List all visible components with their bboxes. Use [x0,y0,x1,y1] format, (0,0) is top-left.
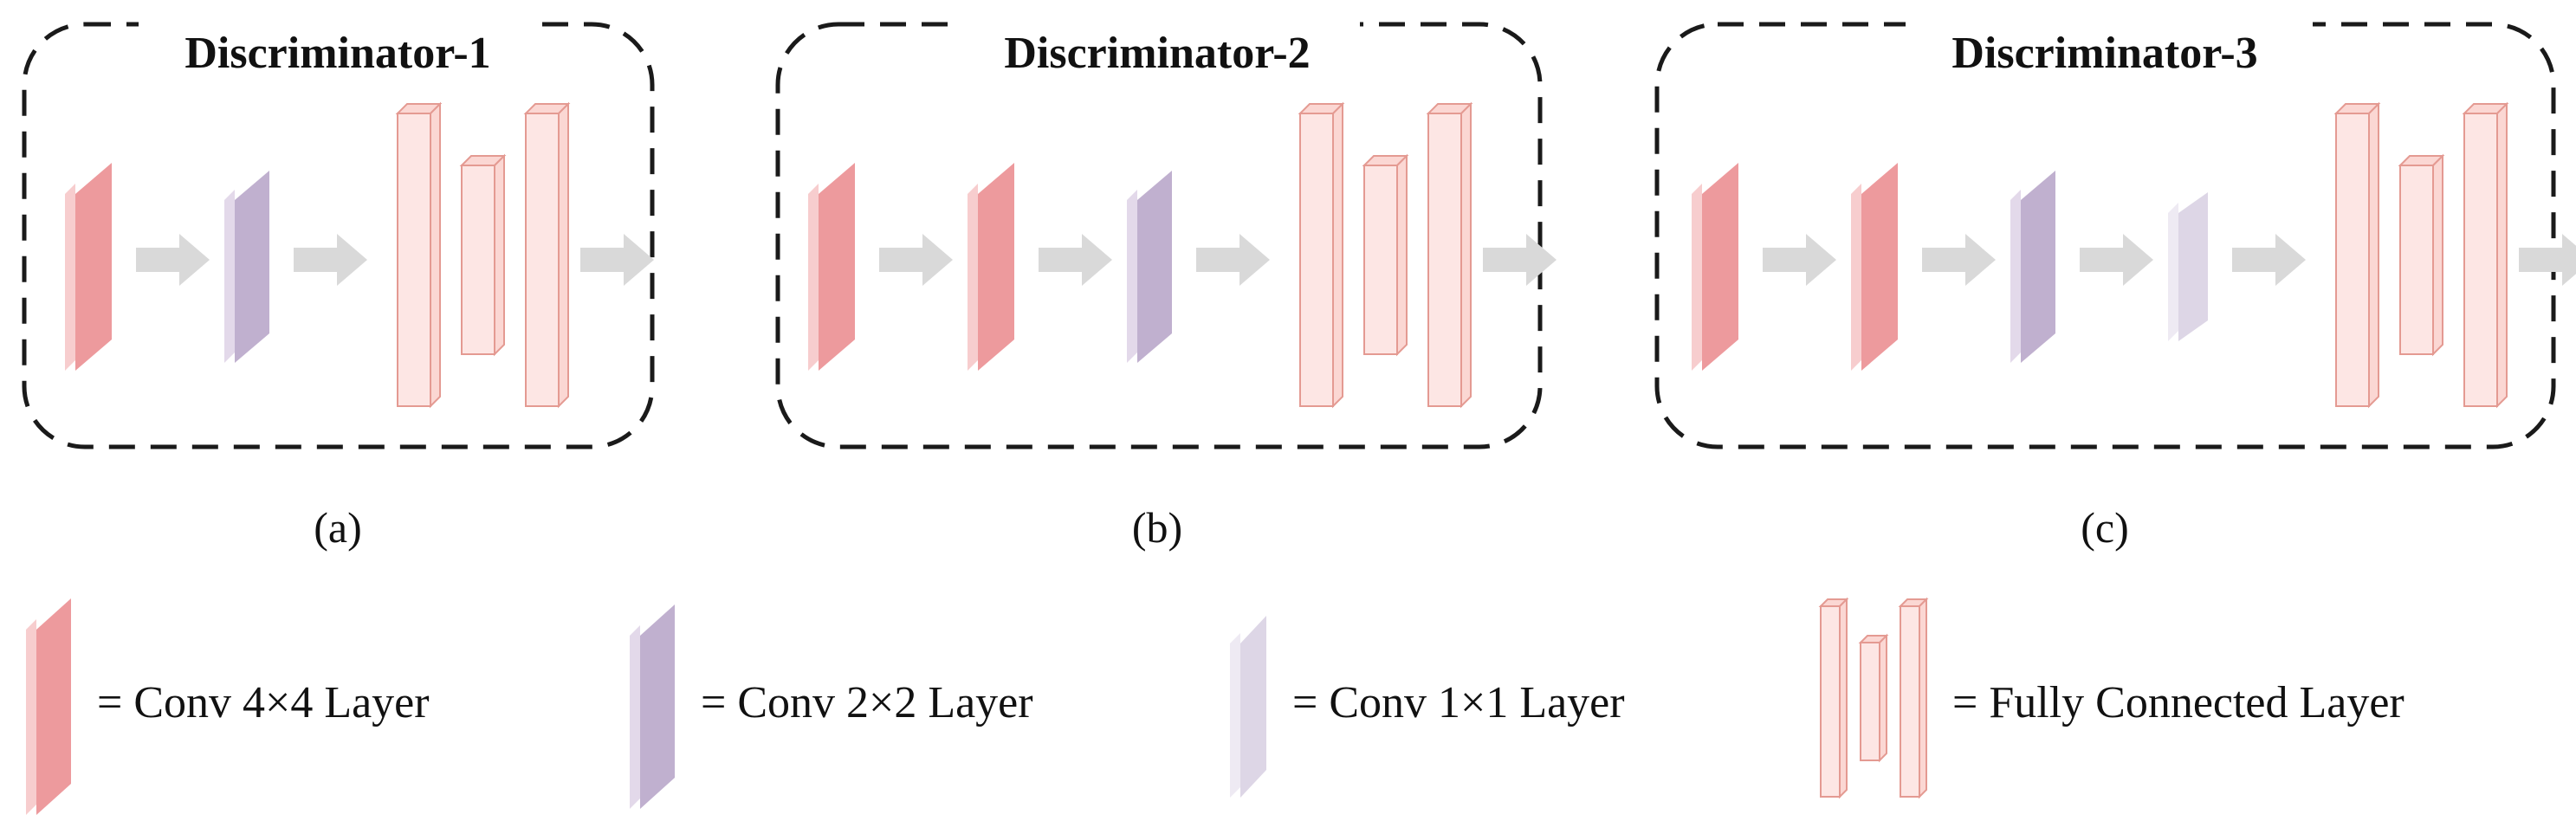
conv-layer-conv2 [1127,171,1172,363]
flow-arrow [2519,234,2576,286]
fully-connected-block [2333,101,2509,409]
flow-arrow [1196,234,1270,286]
fc-layer [1858,633,1889,763]
fully-connected-block [1298,101,1473,409]
caption-c: (c) [2081,503,2129,552]
panel-title: Discriminator-2 [1004,29,1310,78]
layer-pipeline [1692,101,2576,409]
panel-discriminator-3: Discriminator-3 [1654,16,2576,449]
fc-layer [1426,101,1473,409]
conv-layer-conv4 [1851,163,1898,371]
flow-arrow [136,234,210,286]
conv-layer-conv2 [224,171,269,363]
flow-arrow [1483,234,1557,286]
legend-symbol [1818,597,1929,799]
fc-layer [1298,101,1345,409]
fully-connected-block [395,101,571,409]
fc-layer [459,153,507,357]
legend-item-conv4: = Conv 4×4 Layer [26,598,430,815]
panel-discriminator-1: Discriminator-1 [22,16,655,449]
panel-title: Discriminator-3 [1951,29,2257,78]
layer-pipeline [65,101,654,409]
legend-label: = Conv 4×4 Layer [97,678,430,727]
conv-layer-conv4 [1692,163,1738,371]
fc-layer [2333,101,2381,409]
legend-symbol [1230,616,1266,798]
flow-arrow [294,234,367,286]
caption-b: (b) [1132,503,1182,552]
layer-pipeline [808,101,1557,409]
conv-layer-conv2 [2010,171,2055,363]
flow-arrow [2232,234,2306,286]
conv-layer-conv1 [2168,192,2208,341]
fc-layer [2462,101,2509,409]
fc-layer [1898,597,1929,799]
legend-item-conv1: = Conv 1×1 Layer [1230,616,1625,798]
conv-layer-conv4 [968,163,1014,371]
flow-arrow [1039,234,1112,286]
caption-a: (a) [314,503,362,552]
panel-border [775,22,1543,449]
flow-arrow [879,234,953,286]
legend-label: = Conv 1×1 Layer [1292,678,1625,727]
conv-layer-conv4 [808,163,855,371]
panel-title: Discriminator-1 [184,29,490,78]
legend-item-fc: = Fully Connected Layer [1818,597,2404,799]
fc-layer [1362,153,1409,357]
flow-arrow [1922,234,1996,286]
legend-symbol [26,598,71,815]
legend-label: = Fully Connected Layer [1952,678,2404,727]
fc-layer [523,101,571,409]
legend-symbol [630,604,675,809]
flow-arrow [2080,234,2153,286]
legend-item-conv2: = Conv 2×2 Layer [630,604,1033,809]
fc-layer [2398,153,2445,357]
flow-arrow [1763,234,1836,286]
fc-layer [1818,597,1849,799]
fc-layer [395,101,443,409]
legend-label: = Conv 2×2 Layer [701,678,1033,727]
conv-layer-conv4 [65,163,112,371]
panel-discriminator-2: Discriminator-2 [775,16,1557,449]
flow-arrow [580,234,654,286]
legend: = Conv 4×4 Layer = Conv 2×2 Layer = Conv 1… [26,597,2404,815]
